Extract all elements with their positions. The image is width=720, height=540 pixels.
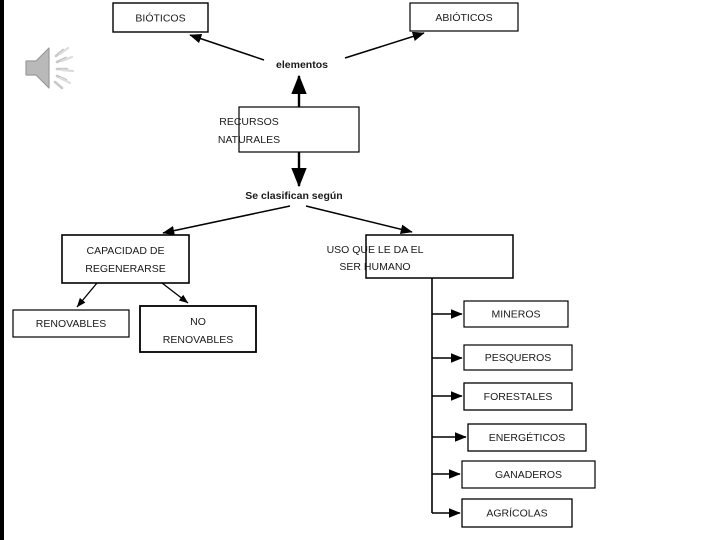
node-uso-label-line2: SER HUMANO: [339, 261, 410, 273]
speaker-body-icon: [25, 47, 50, 89]
node-capacidad-regenerarse[interactable]: CAPACIDAD DE REGENERARSE: [61, 234, 190, 284]
node-uso-item-label: ENERGÉTICOS: [489, 431, 565, 444]
node-uso-item-3[interactable]: ENERGÉTICOS: [467, 423, 587, 452]
edge-capacidad-to-no-renovables: [161, 282, 189, 304]
node-capacidad-label-line2: REGENERARSE: [85, 263, 166, 275]
sound-waves-shadow-icon: [58, 46, 75, 85]
node-uso-item-5[interactable]: AGRÍCOLAS: [461, 498, 573, 528]
edge-elementos-to-abioticos: [344, 31, 425, 59]
node-renovables[interactable]: RENOVABLES: [12, 309, 130, 338]
node-uso-item-box: [461, 460, 596, 489]
edge-clasifican-to-uso: [305, 205, 413, 234]
left-border-rule: [0, 0, 4, 540]
node-uso-item-1[interactable]: PESQUEROS: [463, 344, 573, 371]
node-no-renovables-label-line1: NO: [190, 316, 206, 328]
node-uso-item-label: MINEROS: [491, 308, 540, 320]
uses-branch-arrows: [432, 309, 467, 518]
speaker-audio-icon[interactable]: [22, 40, 84, 96]
node-no-renovables[interactable]: NO RENOVABLES: [139, 305, 257, 353]
node-uso-item-label: PESQUEROS: [485, 352, 552, 364]
node-bioticos[interactable]: BIÓTICOS: [112, 2, 209, 33]
node-uso-item-box: [463, 300, 569, 328]
label-elementos: elementos: [276, 59, 328, 71]
node-recursos-naturales-label-line2: NATURALES: [218, 134, 280, 146]
node-recursos-naturales-label-line1: RECURSOS: [219, 116, 279, 128]
edge-clasifican-to-capacidad: [162, 205, 291, 236]
node-uso-ser-humano[interactable]: USO QUE LE DA EL SER HUMANO: [327, 234, 514, 279]
edge-elementos-to-bioticos: [189, 34, 265, 61]
node-uso-item-box: [463, 344, 573, 371]
node-uso-item-box: [461, 498, 573, 528]
label-se-clasifican-segun: Se clasifican según: [245, 190, 342, 202]
node-uso-label-line1: USO QUE LE DA EL: [327, 244, 424, 256]
node-uso-item-label: AGRÍCOLAS: [486, 506, 547, 519]
node-uso-item-label: GANADEROS: [495, 469, 562, 481]
node-uso-item-box: [463, 382, 573, 411]
node-capacidad-label-line1: CAPACIDAD DE: [87, 245, 165, 257]
node-recursos-naturales[interactable]: RECURSOS NATURALES: [218, 106, 360, 153]
node-abioticos[interactable]: ABIÓTICOS: [409, 2, 519, 32]
node-layer: BIÓTICOS ABIÓTICOS RECURSOS NATURALES CA…: [12, 2, 596, 528]
node-uso-item-0[interactable]: MINEROS: [463, 300, 569, 328]
node-uso-item-box: [467, 423, 587, 452]
node-abioticos-label: ABIÓTICOS: [435, 11, 492, 24]
uses-node-group: MINEROS PESQUEROS FORESTALES ENERGÉTICOS GAN…: [461, 300, 596, 528]
node-uso-item-4[interactable]: GANADEROS: [461, 460, 596, 489]
node-renovables-label: RENOVABLES: [36, 318, 106, 330]
node-uso-item-label: FORESTALES: [484, 391, 553, 403]
node-uso-item-2[interactable]: FORESTALES: [463, 382, 573, 411]
node-bioticos-label: BIÓTICOS: [135, 11, 185, 24]
node-no-renovables-label-line2: RENOVABLES: [163, 334, 233, 346]
connector-label-layer: elementos Se clasifican según: [245, 59, 342, 202]
edge-capacidad-to-renovables: [76, 282, 98, 308]
